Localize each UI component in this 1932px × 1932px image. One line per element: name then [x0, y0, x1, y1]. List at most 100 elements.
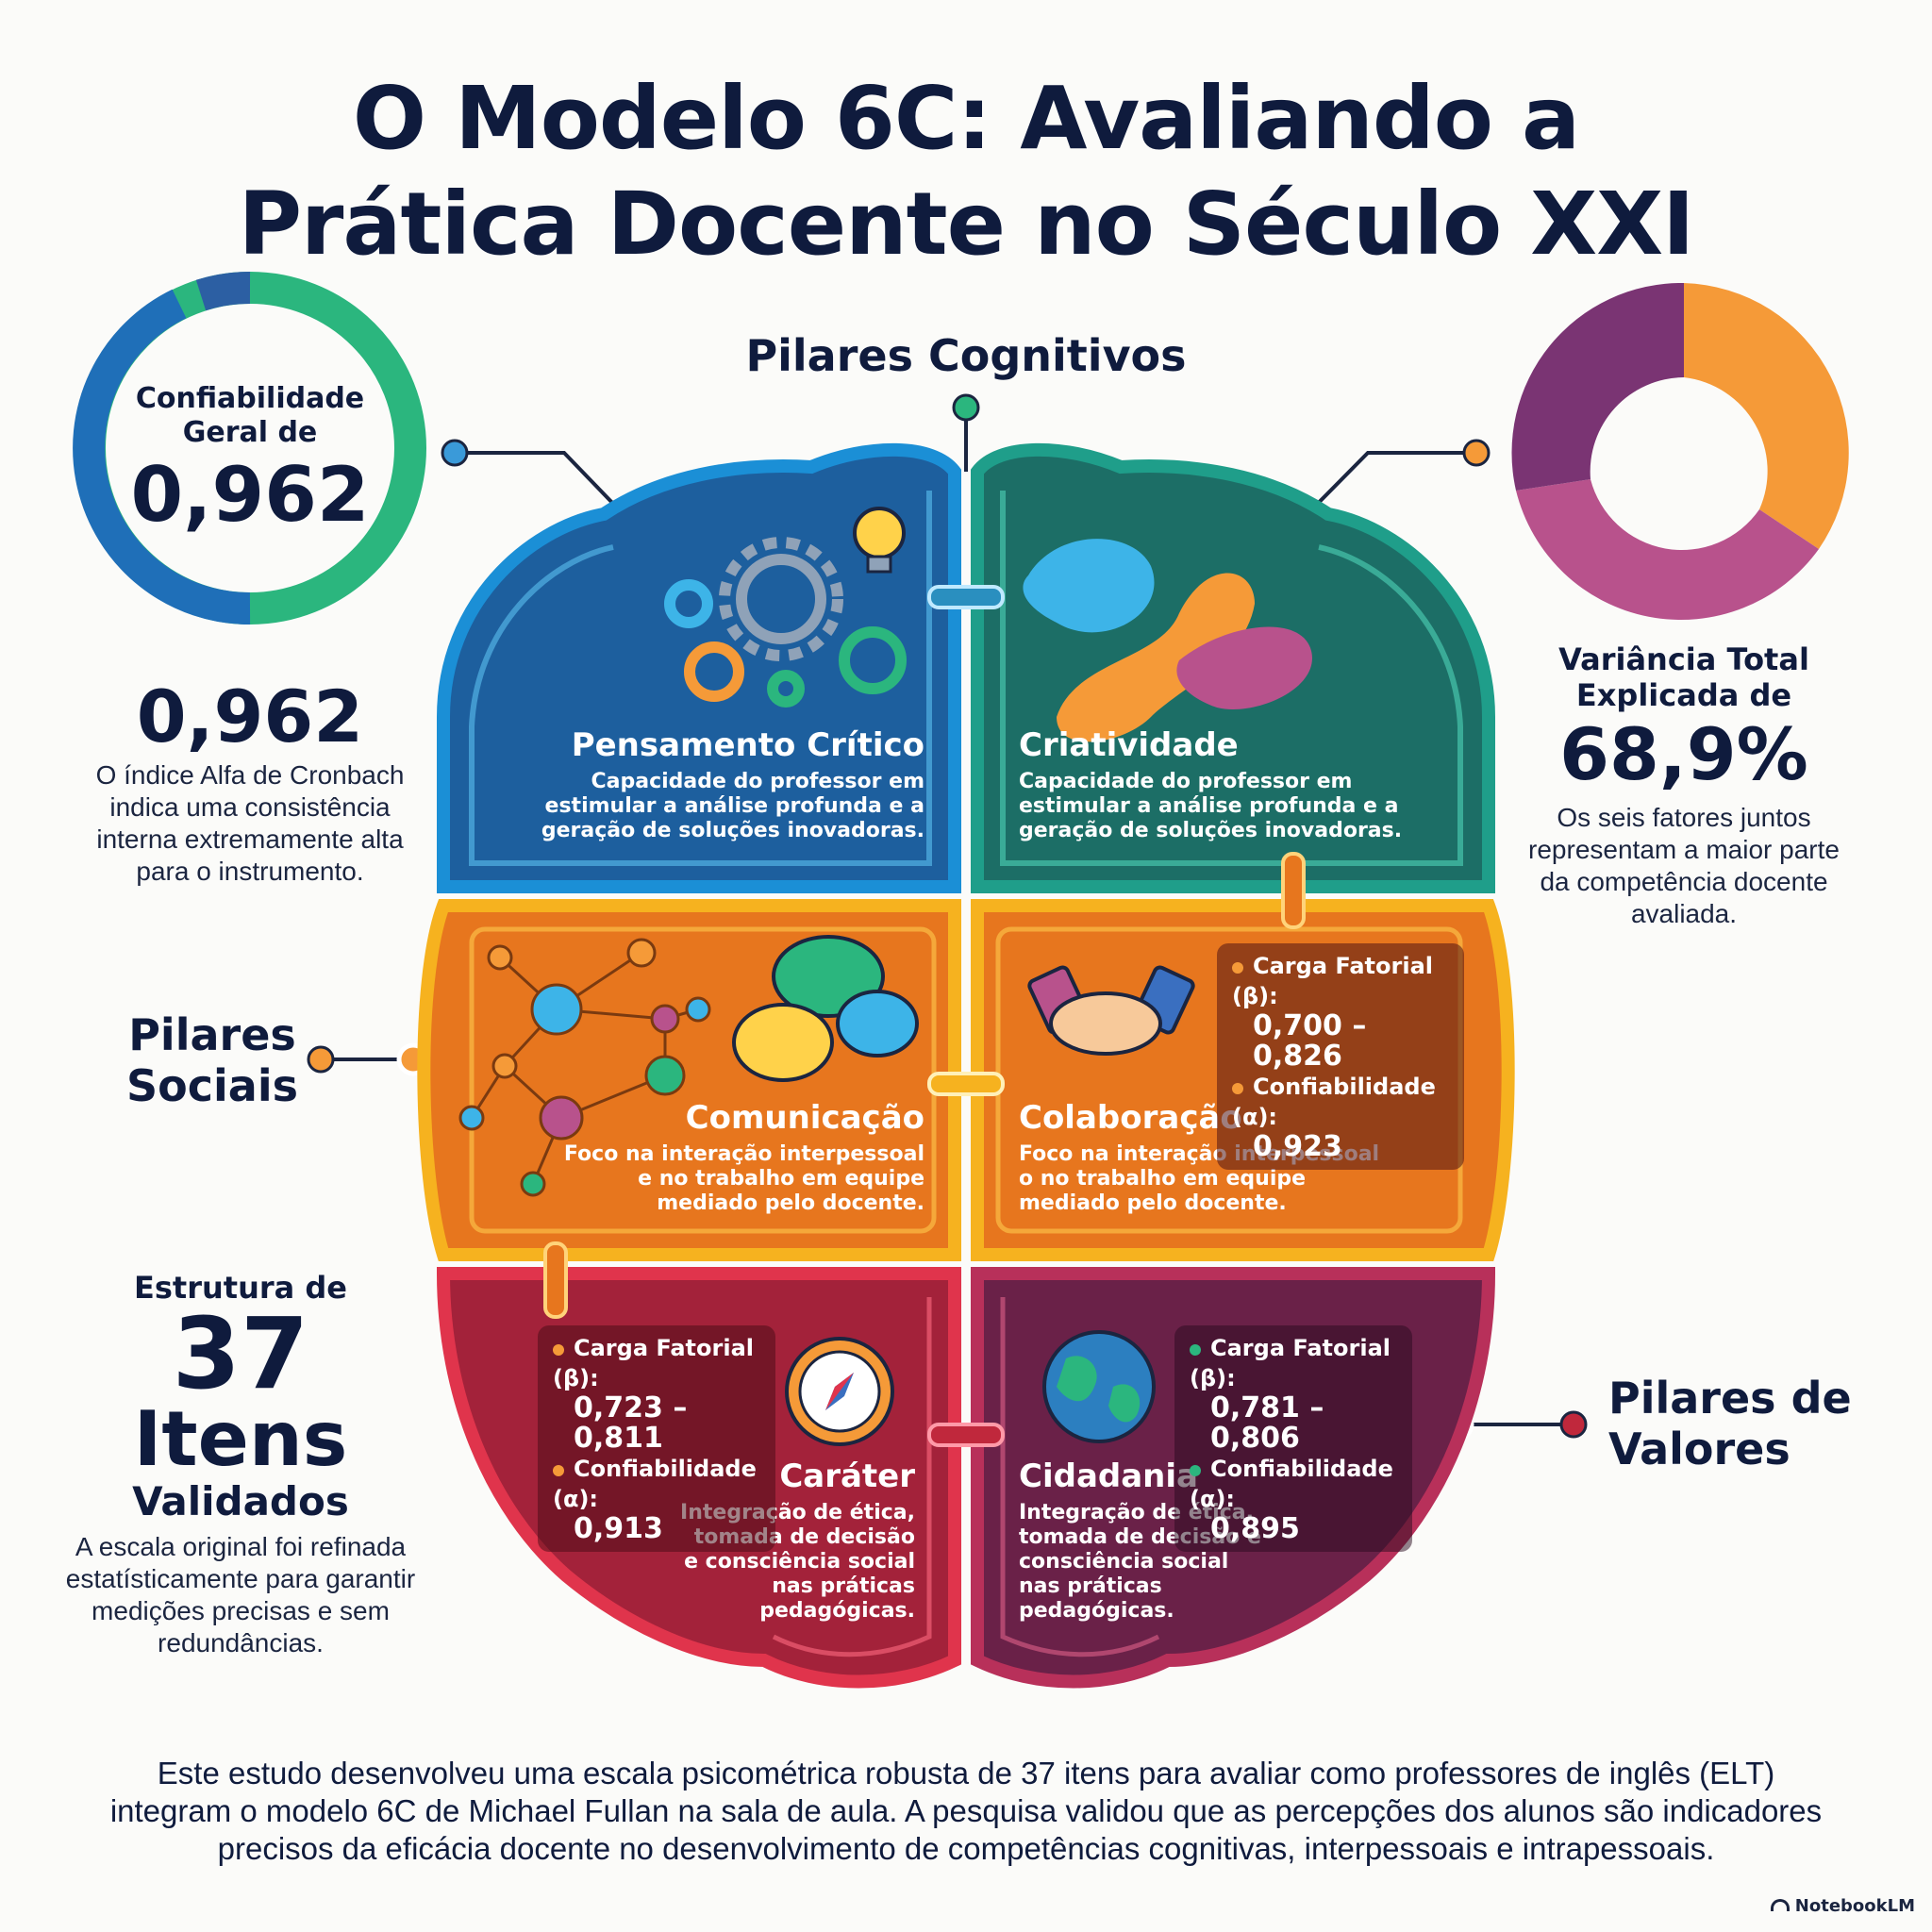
- reliability-ring: [73, 271, 426, 625]
- lobe-text-line: geração de soluções inovadoras.: [1019, 819, 1403, 842]
- stat-value: 0,923: [1253, 1130, 1342, 1163]
- header-pilares-cognitivos: Pilares Cognitivos: [745, 330, 1187, 381]
- page-title: O Modelo 6C: Avaliando a Prática Docente…: [0, 66, 1932, 277]
- network-icon: [458, 938, 711, 1197]
- lobe-bridges: [543, 585, 1306, 1447]
- lobe-title: Colaboração: [1019, 1099, 1242, 1137]
- stat-label: Confiabilidade (α):: [553, 1456, 757, 1512]
- footer-line: Este estudo desenvolveu uma escala psico…: [157, 1756, 1775, 1790]
- structure-label-1: Estrutura de: [134, 1270, 347, 1306]
- stat-box-social: Carga Fatorial (β): 0,700 – 0,826 Confia…: [1217, 943, 1464, 1170]
- structure-stat: Estrutura de 37 Itens Validados A escala…: [42, 1269, 439, 1659]
- bullet-icon: [1190, 1465, 1201, 1476]
- reliability-desc-line: para o instrumento.: [136, 857, 364, 886]
- variance-label-1: Variância Total: [1558, 641, 1809, 677]
- structure-label-2: Itens: [133, 1395, 348, 1483]
- lobe-text-line: geração de soluções inovadoras.: [541, 819, 924, 842]
- handshake-icon: [1027, 965, 1195, 1056]
- structure-description: A escala original foi refinada estatísti…: [42, 1531, 439, 1659]
- stat-label: Carga Fatorial (β):: [1190, 1335, 1391, 1391]
- header-valores-line-2: Valores: [1608, 1424, 1790, 1474]
- stat-box-cidadania: Carga Fatorial (β): 0,781 – 0,806 Confia…: [1174, 1325, 1412, 1552]
- structure-desc-line: estatísticamente para garantir: [65, 1564, 416, 1593]
- lobe-text-line: pedagógicas.: [1019, 1599, 1174, 1623]
- stat-value: 0,781 – 0,806: [1210, 1391, 1324, 1455]
- ring-label-line-2: Geral de: [182, 416, 318, 449]
- bullet-icon: [553, 1344, 564, 1356]
- reliability-desc-line: O índice Alfa de Cronbach: [95, 760, 405, 790]
- footer-line: precisos da eficácia docente no desenvol…: [217, 1831, 1715, 1866]
- stat-label: Confiabilidade (α):: [1232, 1074, 1436, 1130]
- lobe-text-line: pedagógicas.: [759, 1599, 915, 1623]
- lobe-text-line: consciência social: [1019, 1550, 1229, 1574]
- lobe-text-line: estimular a análise profunda e a: [1019, 794, 1399, 818]
- reliability-stat: 0,962 O índice Alfa de Cronbach indica u…: [66, 675, 434, 888]
- lobe-title: Pensamento Crítico: [571, 726, 924, 764]
- lobe-title: Comunicação: [685, 1099, 924, 1137]
- lobe-text-line: Capacidade do professor em: [591, 770, 924, 793]
- lobe-description: Foco na interação interpessoal o no trab…: [1019, 1142, 1415, 1216]
- gears-icon: [664, 537, 907, 708]
- lobe-text-line: nas práticas: [772, 1574, 915, 1598]
- structure-label-3: Validados: [132, 1478, 349, 1524]
- stat-label: Carga Fatorial (β):: [1232, 953, 1434, 1009]
- lightbulb-icon: [853, 507, 906, 574]
- reliability-value: 0,962: [136, 675, 364, 758]
- stat-value: 0,700 – 0,826: [1253, 1009, 1367, 1073]
- lobe-description: Capacidade do professor em estimular a a…: [1019, 770, 1415, 843]
- header-sociais-line-2: Sociais: [126, 1060, 298, 1111]
- lobe-text-line: e no trabalho em equipe: [638, 1167, 924, 1191]
- bullet-icon: [553, 1465, 564, 1476]
- lobe-text-line: estimular a análise profunda e a: [544, 794, 924, 818]
- paint-splash-icon: [1023, 539, 1312, 742]
- stat-label: Confiabilidade (α):: [1190, 1456, 1393, 1512]
- lobe-title: Criatividade: [1019, 726, 1239, 764]
- stat-value: 0,913: [574, 1512, 663, 1545]
- variance-label-2: Explicada de: [1575, 677, 1792, 713]
- reliability-desc-line: interna extremamente alta: [96, 824, 404, 854]
- structure-desc-line: medições precisas e sem: [92, 1596, 390, 1625]
- lobe-text-line: o no trabalho em equipe: [1019, 1167, 1307, 1191]
- stat-value: 0,723 – 0,811: [574, 1391, 688, 1455]
- title-line-1: O Modelo 6C: Avaliando a: [352, 68, 1580, 169]
- header-pilares-valores: Pilares de Valores: [1608, 1373, 1891, 1474]
- lobe-pensamento-critico-shape: [437, 442, 961, 893]
- reliability-desc-line: indica uma consistência: [109, 792, 391, 822]
- variance-desc-line: Os seis fatores juntos: [1557, 803, 1811, 832]
- variance-description: Os seis fatores juntos representam a mai…: [1481, 802, 1887, 930]
- variance-desc-line: representam a maior parte: [1528, 835, 1840, 864]
- lobe-description: Foco na interação interpessoal e no trab…: [528, 1142, 924, 1216]
- lobe-text-line: e consciência social: [684, 1550, 915, 1574]
- reliability-ring-label: Confiabilidade Geral de 0,962: [90, 382, 410, 541]
- ring-label-line-1: Confiabilidade: [135, 382, 365, 415]
- title-line-2: Prática Docente no Século XXI: [238, 174, 1695, 275]
- stat-box-carater: Carga Fatorial (β): 0,723 – 0,811 Confia…: [538, 1325, 775, 1552]
- lobe-pensamento-critico: Pensamento Crítico Capacidade do profess…: [528, 726, 924, 843]
- notebooklm-icon: [1770, 1899, 1790, 1911]
- structure-number: 37: [172, 1296, 309, 1411]
- stat-value: 0,895: [1210, 1512, 1300, 1545]
- header-valores-line-1: Pilares de: [1608, 1373, 1852, 1424]
- variance-value: 68,9%: [1559, 712, 1808, 796]
- variance-desc-line: avaliada.: [1630, 899, 1738, 928]
- compass-icon: [785, 1337, 894, 1446]
- speech-bubbles-icon: [732, 935, 919, 1082]
- footer-line: integram o modelo 6C de Michael Fullan n…: [109, 1793, 1823, 1828]
- structure-desc-line: redundâncias.: [158, 1628, 324, 1657]
- lobe-text-line: mediado pelo docente.: [1019, 1191, 1287, 1215]
- variance-desc-line: da competência docente: [1540, 867, 1828, 896]
- stat-label: Carga Fatorial (β):: [553, 1335, 755, 1391]
- reliability-description: O índice Alfa de Cronbach indica uma con…: [66, 759, 434, 888]
- brand-name: NotebookLM: [1794, 1896, 1915, 1916]
- lobe-comunicacao: Comunicação Foco na interação interpesso…: [528, 1099, 924, 1216]
- lobe-criatividade: Criatividade Capacidade do professor em …: [1019, 726, 1415, 843]
- structure-desc-line: A escala original foi refinada: [75, 1532, 407, 1561]
- bullet-icon: [1232, 1083, 1243, 1094]
- bullet-icon: [1190, 1344, 1201, 1356]
- lobe-title: Cidadania: [1019, 1457, 1198, 1495]
- globe-icon: [1042, 1330, 1156, 1443]
- header-pilares-sociais: Pilares Sociais: [104, 1009, 321, 1111]
- ring-value: 0,962: [130, 451, 370, 539]
- lobe-text-line: Foco na interação interpessoal: [563, 1142, 924, 1166]
- variance-stat: Variância Total Explicada de 68,9% Os se…: [1481, 641, 1887, 930]
